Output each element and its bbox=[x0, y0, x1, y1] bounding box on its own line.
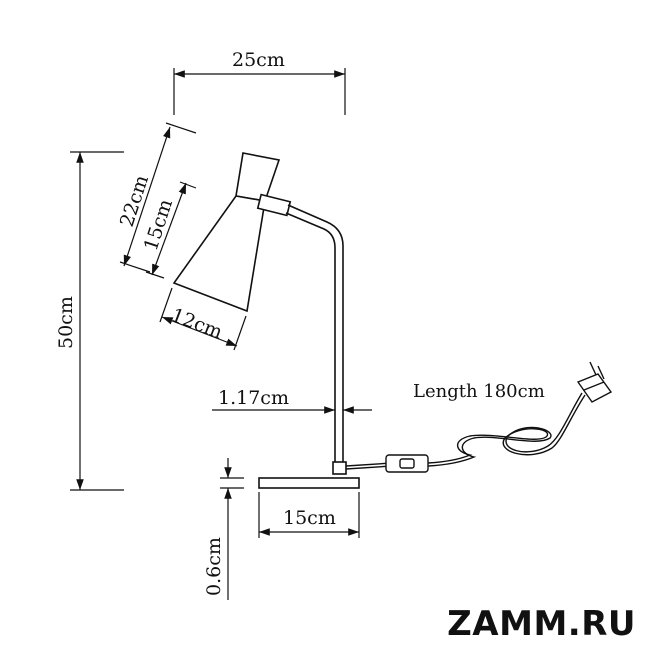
plug-body bbox=[576, 373, 613, 403]
inline-switch bbox=[385, 454, 429, 473]
cable bbox=[345, 462, 393, 467]
joint-collar bbox=[256, 193, 292, 217]
dim-base-thickness bbox=[220, 458, 244, 600]
dim-overall-width bbox=[173, 68, 346, 115]
shade-cap bbox=[235, 152, 281, 202]
overall-width-label: 25cm bbox=[232, 49, 285, 71]
plug-pin-2 bbox=[597, 365, 605, 380]
lamp-arm-inner bbox=[285, 212, 336, 470]
dim-total-height bbox=[70, 151, 124, 491]
shade-cone-label: 15cm bbox=[140, 196, 177, 253]
dim-shade-diameter bbox=[159, 287, 247, 351]
cable-coil bbox=[427, 394, 586, 464]
base-plate bbox=[258, 477, 360, 489]
base-width-label: 15cm bbox=[283, 507, 336, 529]
shade-cone bbox=[172, 195, 266, 313]
watermark-logo: ZAMM.RU bbox=[447, 604, 636, 644]
plug-pin-1 bbox=[589, 361, 597, 376]
base-thickness-label: 0.6cm bbox=[203, 537, 225, 596]
dim-shade-cone bbox=[145, 181, 197, 279]
lamp-arm bbox=[287, 204, 344, 470]
cable-length-label: Length 180cm bbox=[413, 381, 545, 402]
lamp-outline bbox=[172, 152, 360, 489]
dim-base-width bbox=[258, 492, 360, 538]
stem-foot bbox=[332, 461, 347, 475]
total-height-label: 50cm bbox=[55, 296, 77, 349]
cable-assembly bbox=[345, 361, 613, 473]
switch-button bbox=[399, 458, 415, 469]
shade-diameter-label: 12cm bbox=[168, 304, 225, 343]
dim-shade-length bbox=[119, 122, 197, 273]
stem-diameter-label: 1.17cm bbox=[218, 387, 289, 409]
